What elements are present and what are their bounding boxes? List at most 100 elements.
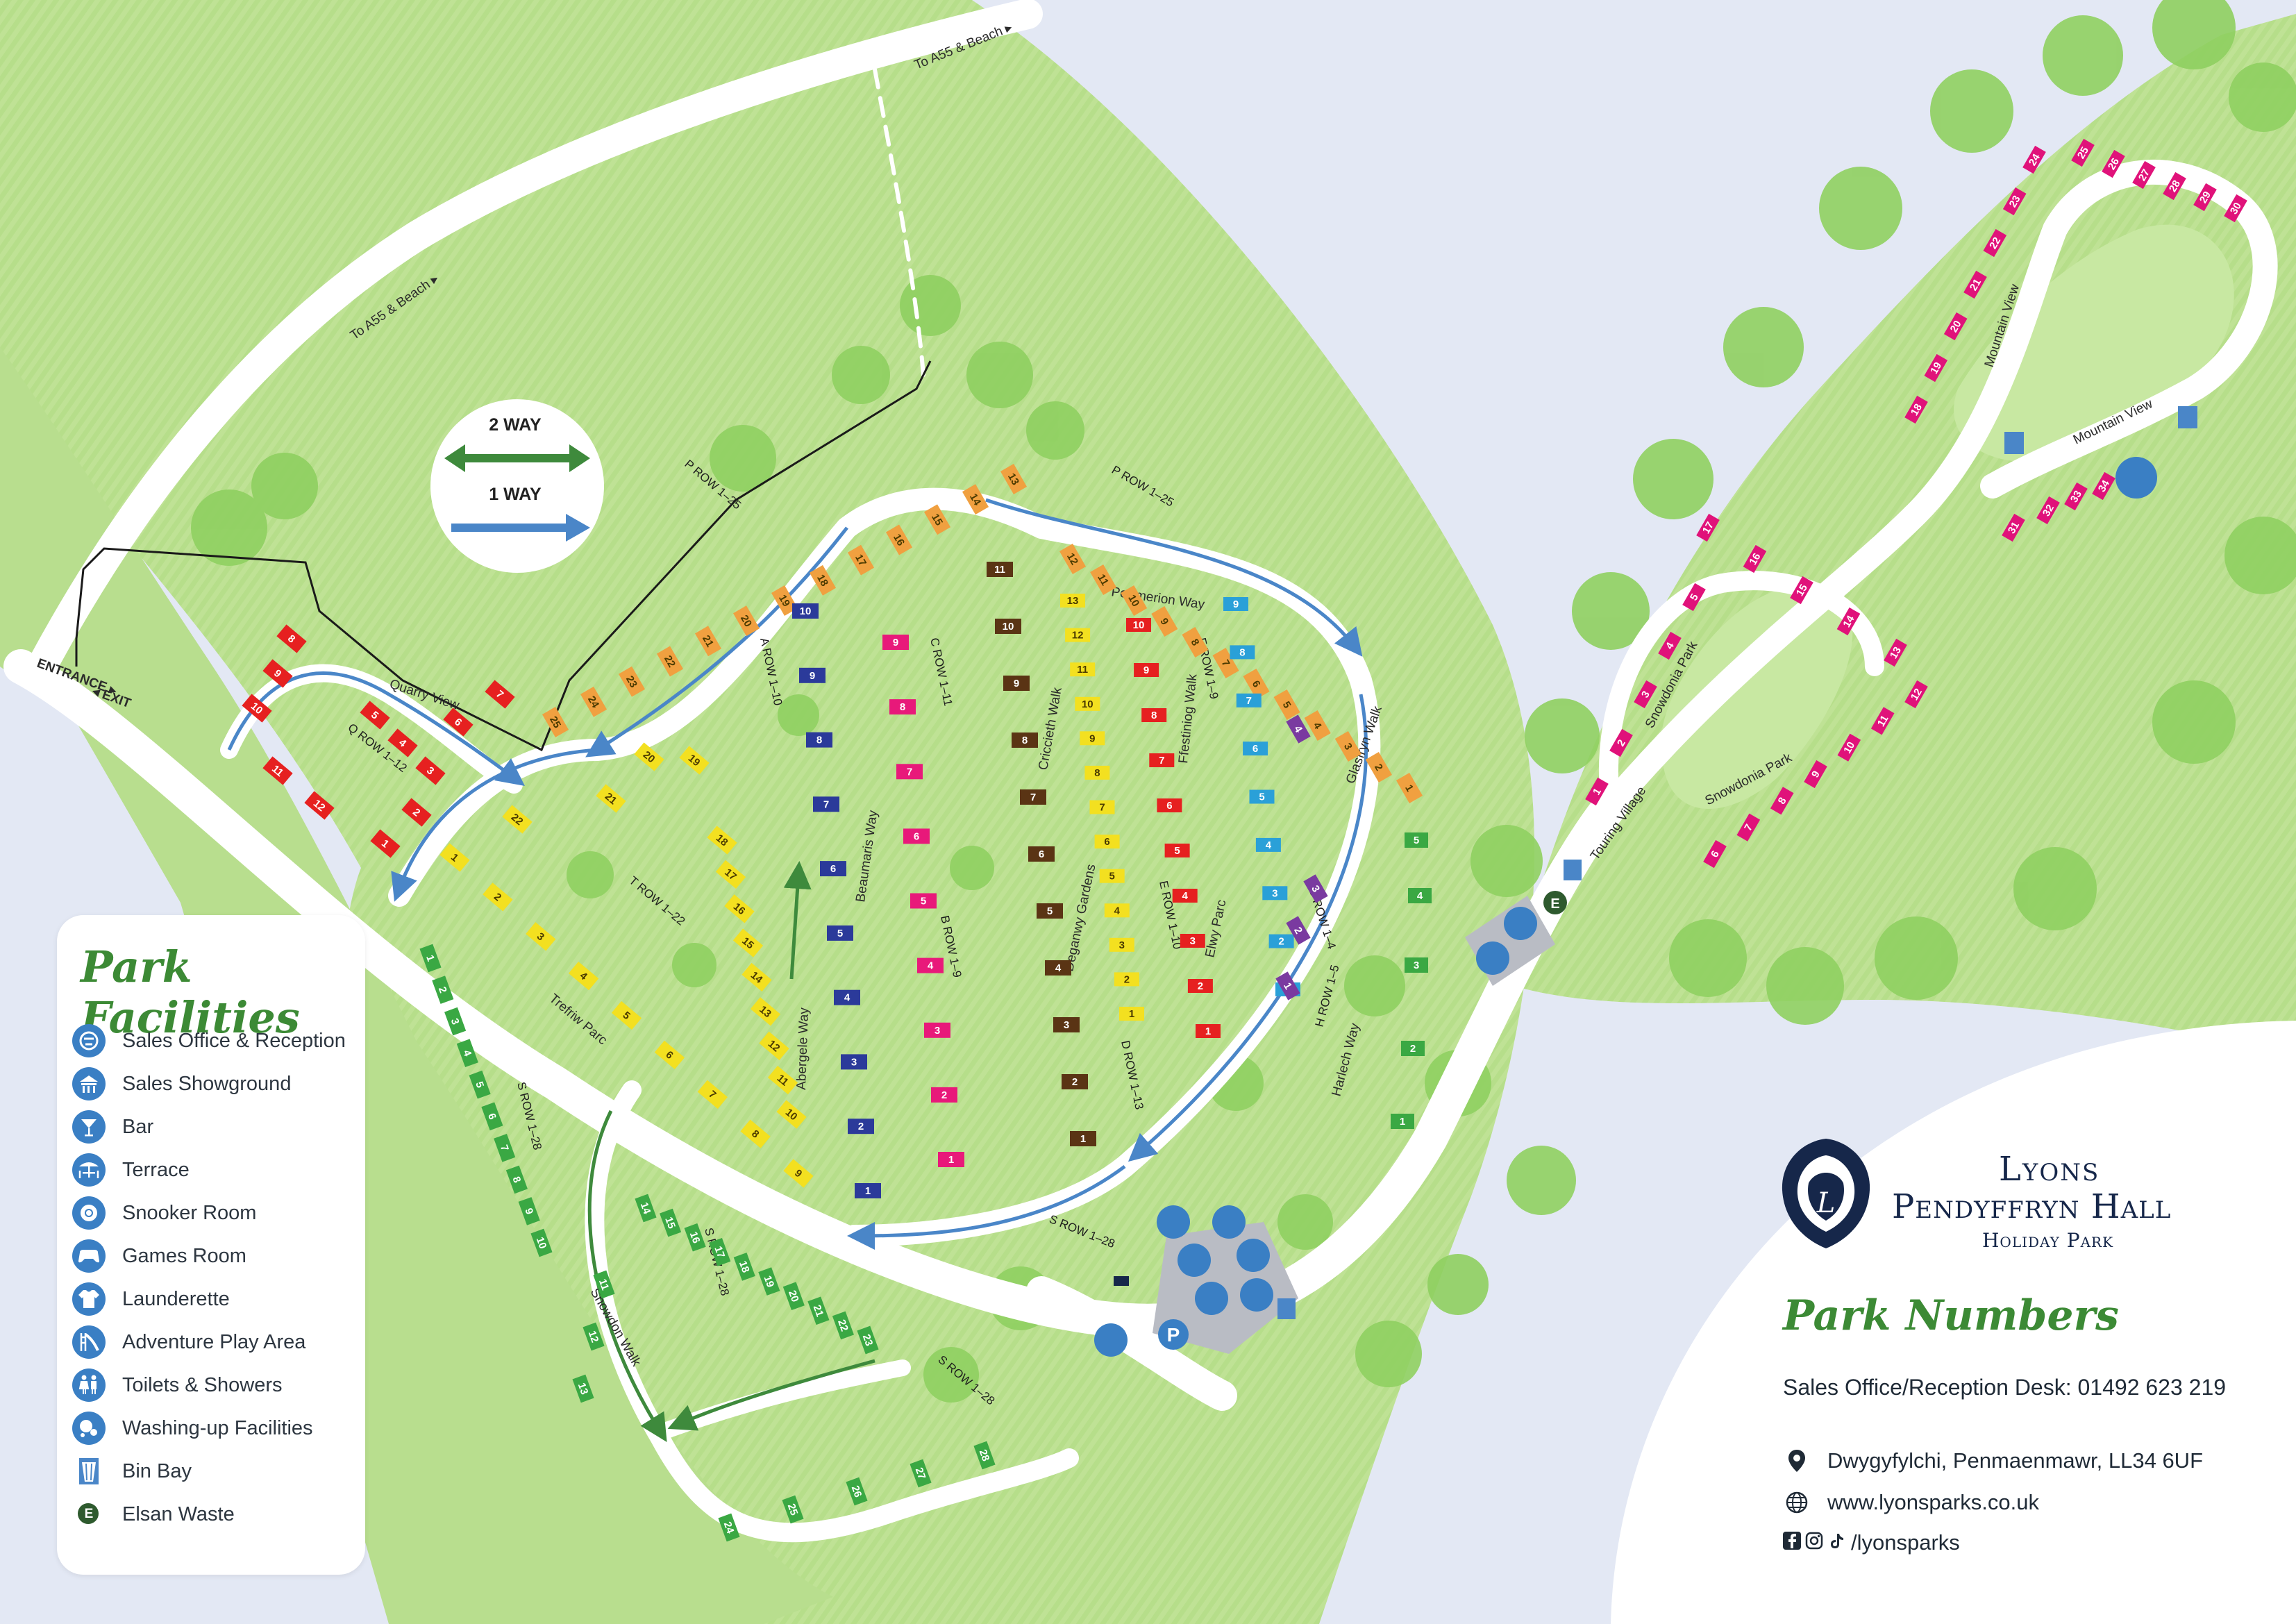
pitch-c-2: 2: [1062, 1074, 1088, 1089]
legend-label: Bin Bay: [122, 1459, 192, 1482]
pitch-mountain-23: 23: [2002, 187, 2027, 216]
pitch-marker: [1223, 597, 1248, 611]
bar-marker-icon: [1178, 1244, 1211, 1277]
pitch-number: 2: [1410, 1043, 1416, 1055]
social-handle[interactable]: /lyonsparks: [1851, 1530, 1960, 1555]
pitch-marker: [1249, 789, 1275, 804]
pitch-number: 11: [994, 564, 1005, 576]
pitch-marker: [938, 1152, 964, 1167]
pitch-marker: [485, 680, 515, 709]
pitch-p-23: 23: [618, 666, 646, 697]
pitch-marker: [1059, 544, 1087, 574]
pitch-number: 9: [893, 637, 898, 648]
pitch-f-9: 9: [1223, 597, 1248, 611]
website-row[interactable]: www.lyonsparks.co.uk: [1783, 1487, 2039, 1518]
pitch-marker: [917, 957, 944, 973]
pitch-d-9: 9: [1080, 731, 1105, 746]
pitch-number: 2: [1124, 973, 1130, 985]
pitch-number: 21: [1968, 277, 1984, 293]
pitch-number: 7: [1246, 695, 1252, 707]
pitch-p-16: 16: [885, 524, 913, 555]
pitch-marker: [1157, 798, 1182, 812]
pitch-marker: [848, 1119, 874, 1135]
pitch-number: 13: [1005, 471, 1021, 487]
pitch-marker: [2022, 145, 2046, 174]
pitch-number: 2: [1072, 1076, 1078, 1088]
pitch-s-9: 9: [518, 1197, 540, 1225]
pitch-marker: [2224, 194, 2247, 223]
pitch-number: 33: [2068, 489, 2084, 505]
pitch-g-1: 1: [1275, 971, 1300, 1001]
pitch-marker: [526, 922, 556, 951]
pitch-c-9: 9: [1003, 676, 1030, 691]
tiktok-icon[interactable]: [1827, 1530, 1845, 1555]
pitch-marker: [767, 1065, 798, 1095]
legend-item-bin-bay: Bin Bay: [71, 1451, 192, 1491]
pitch-a-2: 2: [848, 1119, 874, 1135]
pitch-marker: [1836, 607, 1861, 636]
pitch-number: 4: [1182, 890, 1189, 902]
pitch-marker: [580, 686, 607, 717]
pitch-marker: [542, 707, 569, 737]
pitch-marker: [2036, 496, 2060, 525]
brand-name-line1: Lyons: [1999, 1150, 2100, 1189]
pitch-marker: [896, 764, 923, 780]
pitch-number: 11: [1095, 572, 1111, 587]
website-link[interactable]: www.lyonsparks.co.uk: [1827, 1490, 2039, 1514]
pitch-marker: [304, 791, 335, 820]
legend-item-toilets: Toilets & Showers: [71, 1365, 283, 1405]
legend-label: Bar: [122, 1115, 154, 1138]
snowdonia-oval-grass: [1661, 585, 1853, 809]
pitch-number: 16: [1747, 551, 1763, 567]
facebook-icon[interactable]: [1783, 1530, 1801, 1555]
pitch-marker: [1609, 728, 1633, 757]
pitch-marker: [987, 562, 1013, 577]
brand-name-line3: Holiday Park: [1982, 1229, 2114, 1252]
pitch-number: 3: [1119, 939, 1125, 951]
pitch-marker: [847, 544, 875, 576]
a55-road: [26, 0, 1043, 682]
pitch-b-2: 2: [931, 1087, 957, 1103]
legend-title: Park Facilities: [81, 941, 300, 1043]
pitch-q-2: 2: [401, 798, 432, 827]
pitch-marker: [962, 484, 989, 515]
pitch-mountain-20: 20: [1943, 312, 1968, 341]
legend-item-elsan: E Elsan Waste: [71, 1494, 235, 1534]
terrace-marker-icon: [1157, 1205, 1190, 1239]
pitch-marker: [1736, 813, 1761, 842]
road-label-abergele-way: Abergele Way: [794, 1007, 812, 1090]
pitch-q-8: 8: [276, 624, 307, 653]
instagram-icon[interactable]: [1805, 1530, 1823, 1555]
pitch-marker: [807, 1296, 830, 1325]
pitch-marker: [505, 1165, 528, 1194]
service-point: E: [1465, 860, 1582, 986]
social-row[interactable]: /lyonsparks: [1783, 1527, 1960, 1558]
pitch-q-3: 3: [415, 756, 446, 785]
pitch-b-9: 9: [882, 635, 909, 650]
pitch-mountain-14: 14: [1836, 607, 1861, 636]
pitch-marker: [834, 989, 860, 1005]
pitch-marker: [1696, 513, 1720, 542]
pitch-number: 19: [776, 593, 792, 609]
pitch-marker: [593, 1270, 615, 1299]
pitch-p-12: 12: [1059, 544, 1087, 574]
entrance-road: [3, 649, 1628, 1339]
pitch-mountain-10: 10: [1837, 733, 1861, 762]
pitch-marker: [1134, 663, 1159, 677]
pitch-number: 3: [935, 1025, 940, 1037]
pitch-mountain-11: 11: [1870, 707, 1895, 735]
elsan-marker-label: E: [1550, 896, 1559, 912]
pitch-number: 27: [2136, 167, 2152, 183]
pitch-marker: [855, 1183, 881, 1198]
pitch-marker: [1182, 627, 1209, 658]
pitch-number: 19: [761, 1274, 776, 1289]
pitch-marker: [910, 893, 937, 909]
pitch-c-1: 1: [1070, 1131, 1096, 1146]
pitch-marker: [1391, 1114, 1414, 1129]
pitch-s-16: 16: [684, 1223, 706, 1252]
pitch-s-26: 26: [846, 1477, 868, 1506]
pitch-e-7: 7: [1149, 753, 1175, 767]
pitch-t-18: 18: [707, 826, 737, 855]
pitch-b-5: 5: [910, 893, 937, 909]
pitch-number: 17: [712, 1245, 727, 1259]
